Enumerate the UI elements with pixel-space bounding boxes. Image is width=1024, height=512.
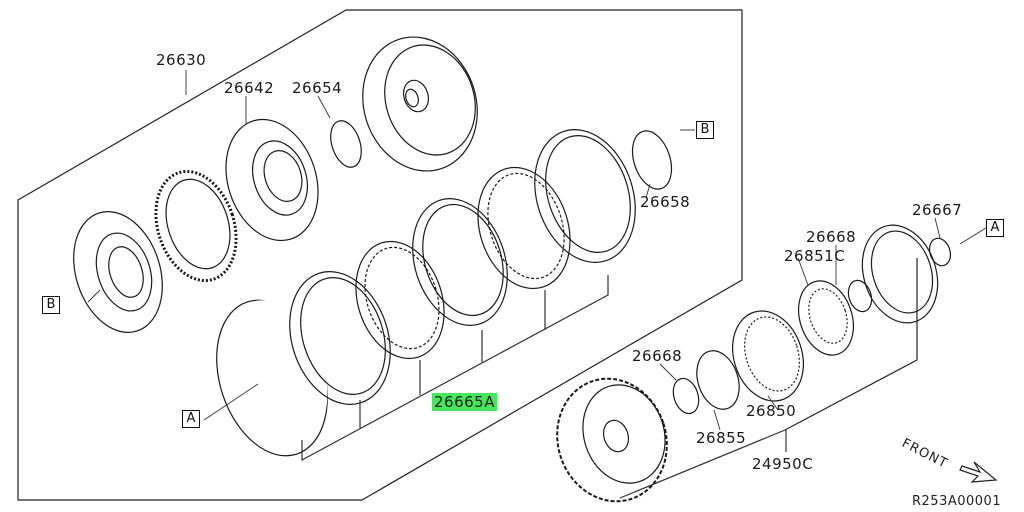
group-border-right: [785, 258, 917, 430]
one-way-clutch-26850: [721, 302, 814, 411]
front-arrow: [960, 462, 996, 482]
bearing-26851C: [790, 274, 863, 362]
marker-b-right: B: [696, 121, 714, 139]
label-26665A: 26665A: [432, 393, 497, 411]
snap-ring-26855: [690, 345, 747, 414]
label-leaders: [88, 70, 986, 430]
label-26658: 26658: [640, 193, 691, 211]
spring-retainer: [59, 200, 177, 344]
thrust-washer-26668-bottom: [669, 375, 703, 417]
marker-a-left: A: [182, 410, 200, 428]
seal-ring-26654: [325, 117, 366, 171]
retaining-plate: [850, 215, 949, 332]
label-26668-bottom: 26668: [632, 347, 683, 365]
label-26630: 26630: [156, 51, 207, 69]
marker-a-right: A: [986, 219, 1004, 237]
label-26667: 26667: [912, 201, 963, 219]
drive-plate-2: [397, 186, 523, 337]
label-26851C: 26851C: [784, 247, 846, 265]
snap-ring-large: [198, 286, 346, 470]
label-26668-top: 26668: [806, 228, 857, 246]
label-26642: 26642: [224, 79, 275, 97]
drive-plate-1: [273, 258, 406, 417]
clutch-hub-24950C: [541, 364, 682, 512]
clutch-drum-26630: [346, 22, 495, 186]
friction-plate-1: [342, 230, 459, 370]
label-26654: 26654: [292, 79, 343, 97]
marker-b-left: B: [42, 296, 60, 314]
return-spring: [143, 161, 250, 291]
leader-26665A: [302, 275, 608, 460]
label-26855: 26855: [696, 429, 747, 447]
highlighted-part-number: 26665A: [432, 393, 497, 411]
thrust-washer-26668-top: [845, 277, 876, 314]
label-24950C: 24950C: [752, 455, 814, 473]
diagram-reference-code: R253A00001: [912, 494, 1002, 509]
washer-26667: [926, 236, 954, 269]
snap-ring-26658: [626, 126, 679, 194]
drive-plate-3: [518, 116, 651, 275]
piston-26642: [211, 107, 333, 252]
group-border-left: [18, 10, 742, 500]
friction-plate-2: [463, 155, 585, 300]
label-26850: 26850: [746, 402, 797, 420]
